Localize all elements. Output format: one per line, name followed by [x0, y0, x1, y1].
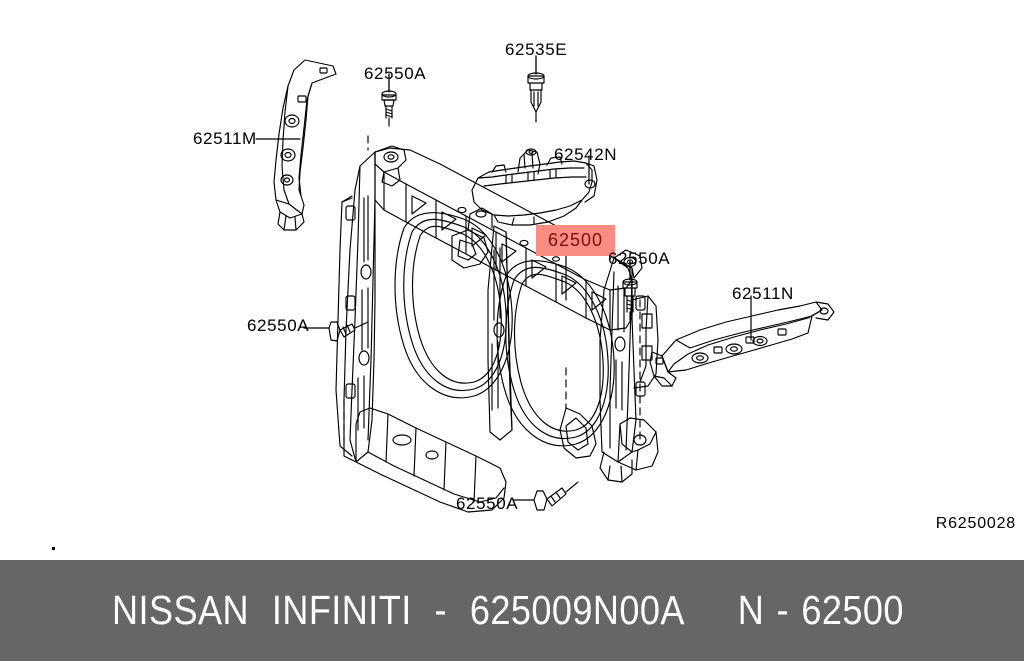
- callout-label: 62535E: [505, 40, 568, 59]
- footer-separator: -: [434, 587, 448, 633]
- callout-62550a-top[interactable]: 62550A: [364, 65, 426, 82]
- footer-bar: NISSAN INFINITI - 625009N00A N - 62500: [0, 560, 1024, 661]
- callout-label: 62511N: [732, 284, 794, 303]
- callout-62550a-right[interactable]: 62550A: [608, 250, 670, 267]
- callout-62550a-left[interactable]: 62550A: [247, 317, 309, 334]
- part-62500-core-support: [335, 135, 659, 513]
- part-62511m-left-bracket: [273, 59, 337, 231]
- diagram-canvas: [255, 55, 835, 513]
- callout-62511n[interactable]: 62511N: [732, 285, 794, 302]
- footer-group-number: 62500: [801, 587, 904, 633]
- fastener-62550a-left: [328, 321, 369, 342]
- callout-label: 62511M: [193, 129, 257, 148]
- footer-caption: NISSAN INFINITI - 625009N00A N - 62500: [112, 587, 904, 634]
- callout-62550a-bottom[interactable]: 62550A: [456, 495, 518, 512]
- footer-group-separator: -: [776, 587, 790, 633]
- footer-group-prefix: N: [737, 587, 765, 633]
- part-62542n-air-guide: [471, 148, 598, 226]
- leader-lines: [255, 55, 752, 501]
- callout-label: 62550A: [456, 494, 519, 513]
- footer-part-number: 625009N00A: [469, 587, 685, 633]
- part-62511n-right-bracket: [649, 301, 835, 387]
- fastener-62550a-bottom: [533, 481, 579, 511]
- callout-62500-highlighted[interactable]: 62500: [536, 225, 616, 256]
- brand-infiniti: INFINITI: [271, 587, 412, 633]
- callout-62511m[interactable]: 62511M: [193, 130, 257, 147]
- callout-label: 62542N: [554, 145, 618, 164]
- registration-dot: [52, 547, 55, 550]
- callout-62542n[interactable]: 62542N: [554, 146, 617, 163]
- drawing-reference-code: R6250028: [935, 515, 1016, 532]
- callout-label: 62550A: [608, 249, 671, 268]
- callout-label: 62500: [548, 230, 604, 250]
- callout-label: 62550A: [364, 64, 427, 83]
- brand-nissan: NISSAN: [112, 587, 249, 633]
- callout-62535e[interactable]: 62535E: [505, 41, 567, 58]
- callout-label: 62550A: [247, 316, 310, 335]
